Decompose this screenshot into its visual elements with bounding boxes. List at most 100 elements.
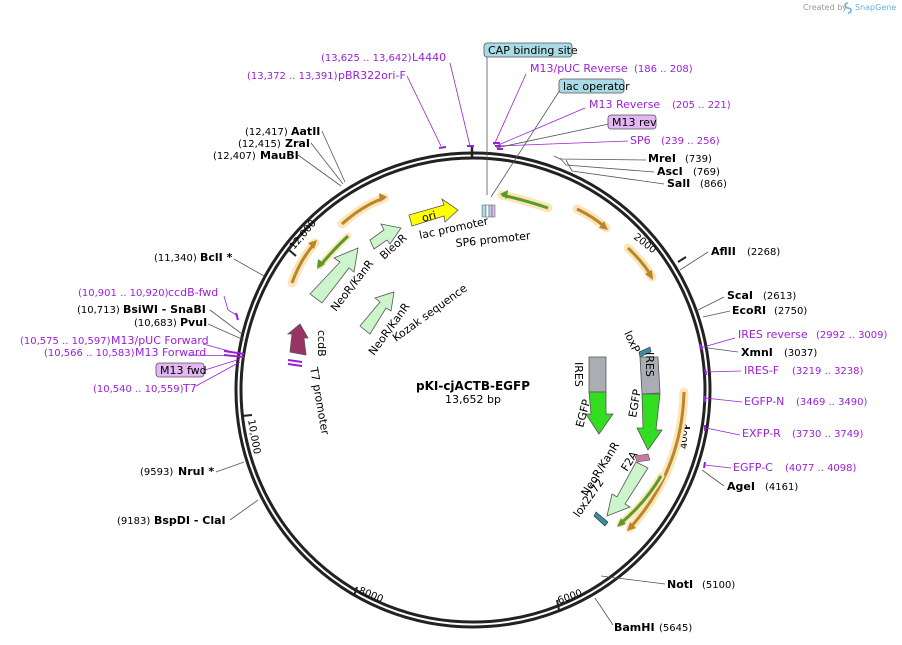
feature-label: loxP <box>621 329 642 355</box>
primer-name: T7 <box>182 382 197 395</box>
box-label: lac operator <box>563 80 630 93</box>
site-maubi[interactable]: (12,407) MauBI <box>213 149 299 162</box>
primer-ccdb-fwd[interactable]: (10,901 .. 10,920) ccdB-fwd <box>78 286 218 299</box>
primer-egfp-n[interactable]: EGFP-N (3469 .. 3490) <box>744 395 868 408</box>
primer-position: (2992 .. 3009) <box>816 330 888 341</box>
site-position: (3037) <box>784 348 817 359</box>
site-noti[interactable]: NotI (5100) <box>667 578 735 591</box>
primer-name: EXFP-R <box>742 427 781 440</box>
primer-marks <box>223 142 707 469</box>
box-label: CAP binding site <box>488 44 578 57</box>
feature-bleor[interactable]: BleoR <box>369 223 410 262</box>
primer-name: L4440 <box>412 51 446 64</box>
site-name: XmnI <box>741 346 773 359</box>
primer-m13-puc-reverse[interactable]: M13/pUC Reverse (186 .. 208) <box>530 62 693 75</box>
primer-name: SP6 <box>630 134 651 147</box>
primer-l4440[interactable]: (13,625 .. 13,642) L4440 <box>321 51 446 64</box>
m13-rev-box[interactable]: M13 rev <box>607 114 657 130</box>
site-name: NruI * <box>178 465 214 478</box>
primer-name: EGFP-N <box>744 395 784 408</box>
site-position: (11,340) <box>154 253 197 264</box>
site-aflii[interactable]: AflII (2268) <box>711 245 780 258</box>
primer-name: M13/pUC Reverse <box>530 62 628 75</box>
site-zrai[interactable]: (12,415) ZraI <box>238 137 310 150</box>
primer-position: (3469 .. 3490) <box>796 397 868 408</box>
site-name: BsiWI - SnaBI <box>123 303 206 316</box>
site-position: (4161) <box>765 482 798 493</box>
primer-name: EGFP-C <box>733 461 773 474</box>
site-name: SalI <box>667 177 690 190</box>
feature-ori[interactable]: ori <box>408 197 459 227</box>
feature-ccdb[interactable]: ccdB <box>286 323 328 357</box>
cap-binding-site-box[interactable]: CAP binding site <box>483 42 578 58</box>
feature-egfp-left[interactable]: EGFP <box>573 391 614 435</box>
primer-position: (10,540 .. 10,559) <box>93 384 184 395</box>
site-bspdi-clai[interactable]: (9183) BspDI - ClaI <box>117 514 226 527</box>
orf-arrows <box>287 190 689 533</box>
box-label: M13 fwd <box>160 364 207 377</box>
primer-m13-reverse[interactable]: M13 Reverse (205 .. 221) <box>589 98 731 111</box>
primer-name: M13 Reverse <box>589 98 660 111</box>
site-position: (866) <box>700 179 727 190</box>
site-nrui[interactable]: (9593) NruI * <box>140 465 214 478</box>
site-scai[interactable]: ScaI (2613) <box>727 289 796 302</box>
feature-label: EGFP <box>626 388 644 419</box>
site-name: ScaI <box>727 289 753 302</box>
primer-name: M13/pUC Forward <box>111 334 209 347</box>
site-bsiwi-snabi[interactable]: (10,713) BsiWI - SnaBI <box>77 303 206 316</box>
feature-ires-right[interactable]: IRES <box>639 352 661 395</box>
tick-label-4000: 4000 <box>679 424 690 449</box>
site-ecori[interactable]: EcoRI (2750) <box>732 304 807 317</box>
lac-operator-box[interactable]: lac operator <box>558 78 630 94</box>
site-name: ZraI <box>285 137 310 150</box>
site-position: (2750) <box>774 306 807 317</box>
primer-pbr322ori-f[interactable]: (13,372 .. 13,391) pBR322ori-F <box>247 69 406 82</box>
primer-egfp-c[interactable]: EGFP-C (4077 .. 4098) <box>733 461 857 474</box>
feature-sp6-promoter-label: SP6 promoter <box>455 229 532 250</box>
primer-name: ccdB-fwd <box>168 286 218 299</box>
site-mrei[interactable]: MreI (739) <box>648 152 712 165</box>
primer-position: (205 .. 221) <box>672 100 731 111</box>
site-aatii[interactable]: (12,417) AatII <box>245 125 320 138</box>
feature-egfp-right[interactable]: EGFP <box>626 388 663 451</box>
tick-mark-2000 <box>677 256 687 263</box>
feature-ires-left[interactable]: IRES <box>572 356 607 393</box>
site-name: MreI <box>648 152 676 165</box>
tick-label-6000: 6000 <box>556 588 584 607</box>
site-xmni[interactable]: XmnI (3037) <box>741 346 817 359</box>
site-agei[interactable]: AgeI (4161) <box>727 480 798 493</box>
primer-exfp-r[interactable]: EXFP-R (3730 .. 3749) <box>742 427 864 440</box>
site-position: (2613) <box>763 291 796 302</box>
site-pvui[interactable]: (10,683) PvuI <box>134 316 207 329</box>
plasmid-name: pKI-cjACTB-EGFP <box>416 379 530 393</box>
site-name: PvuI <box>180 316 207 329</box>
primer-position: (10,566 .. 10,583) <box>44 348 135 359</box>
primer-position: (13,625 .. 13,642) <box>321 53 412 64</box>
site-position: (2268) <box>747 247 780 258</box>
primer-m13-forward[interactable]: (10,566 .. 10,583) M13 Forward <box>44 346 206 359</box>
site-name: AflII <box>711 245 736 258</box>
feature-label: EGFP <box>573 398 593 429</box>
feature-label: ori <box>420 209 437 225</box>
primer-sp6[interactable]: SP6 (239 .. 256) <box>630 134 720 147</box>
primer-t7[interactable]: (10,540 .. 10,559) T7 <box>93 382 197 395</box>
feature-neor-kanr-upper[interactable]: NeoR/KanR <box>309 247 376 314</box>
credit-prefix: Created by <box>803 3 847 12</box>
site-asci[interactable]: AscI (769) <box>657 165 720 178</box>
primer-name: pBR322ori-F <box>338 69 406 82</box>
site-bcli[interactable]: (11,340) BclI * <box>154 251 233 264</box>
plasmid-size: 13,652 bp <box>445 393 501 406</box>
lac-operator-leader <box>490 89 561 198</box>
primer-ires-reverse[interactable]: IRES reverse (2992 .. 3009) <box>738 328 888 341</box>
m13-fwd-box[interactable]: M13 fwd <box>155 362 207 378</box>
site-position: (9593) <box>140 467 173 478</box>
site-sali[interactable]: SalI (866) <box>667 177 727 190</box>
site-leaders <box>207 130 739 626</box>
site-position: (769) <box>693 167 720 178</box>
primer-ires-f[interactable]: IRES-F (3219 .. 3238) <box>744 364 864 377</box>
site-bamhi[interactable]: BamHI (5645) <box>614 621 692 634</box>
site-position: (739) <box>685 154 712 165</box>
primer-m13-puc-forward[interactable]: (10,575 .. 10,597) M13/pUC Forward <box>20 334 209 347</box>
credit-brand: SnapGene <box>855 3 896 12</box>
